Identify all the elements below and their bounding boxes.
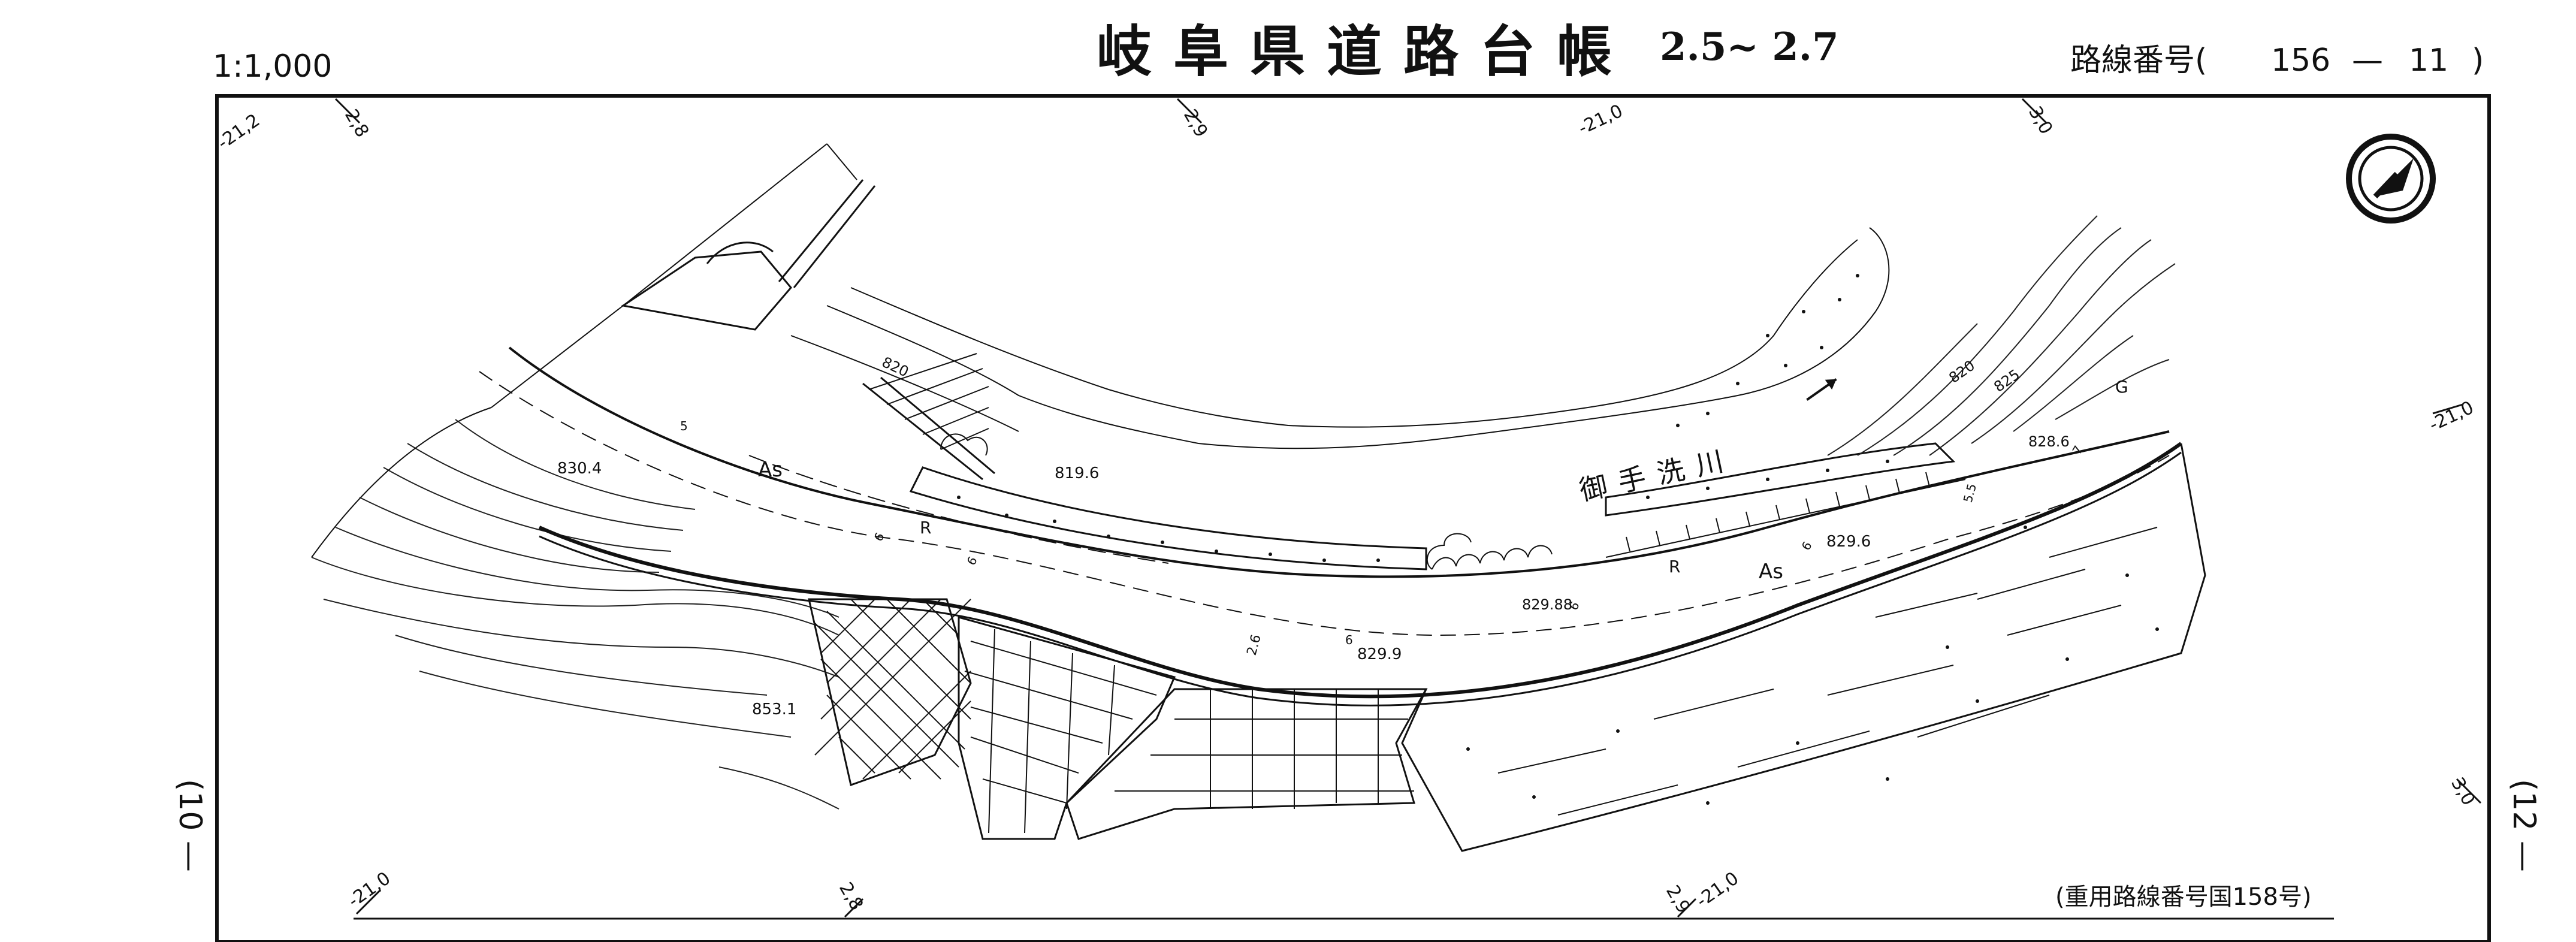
width-5: 6 — [1799, 539, 1815, 552]
contours-left — [311, 419, 839, 810]
road-mark-r-2: R — [1669, 557, 1680, 576]
river-banks — [790, 227, 1890, 449]
contour-label-2: 825 — [1991, 366, 2023, 395]
route-close: ) — [2472, 43, 2484, 78]
flow-arrow-icon — [1806, 378, 1837, 401]
spot-height-5: 829.6 — [1826, 533, 1871, 551]
chainage-label: 2.6 — [1245, 633, 1264, 657]
spot-height-1: 830.4 — [557, 460, 602, 478]
km-top-2: 2,9 — [1179, 106, 1212, 141]
road — [479, 346, 2182, 707]
width-8: 7 — [2070, 443, 2086, 457]
spot-height-4: 829.9 — [1357, 645, 1402, 663]
right-field — [1401, 443, 2206, 852]
grid-coord-right: -21,0 — [2426, 397, 2477, 436]
route-label: 路線番号( — [2070, 43, 2207, 78]
sheet-title: 岐阜県道路台帳 — [1097, 20, 1633, 84]
road-mark-g: G — [2115, 377, 2128, 397]
spot-height-6: 829.88 — [1522, 596, 1572, 613]
grid-coord-top-left: -21,2 — [214, 110, 264, 153]
km-top-3: 3,0 — [2024, 103, 2056, 138]
spot-height-3: 853.1 — [752, 701, 796, 718]
road-mark-r-1: R — [920, 518, 931, 538]
grid-coord-top-mid: -21,0 — [1575, 101, 1626, 140]
km-top-1: 2,8 — [340, 106, 373, 141]
pavement-as-1: As — [758, 458, 783, 482]
width-3: 6 — [964, 554, 980, 567]
width-7: 5.5 — [1961, 482, 1979, 504]
guardrail — [1605, 472, 1966, 558]
north-arrow-icon — [2346, 134, 2436, 224]
width-1: 5 — [680, 419, 688, 433]
left-slope-boundary — [311, 143, 857, 558]
km-bottom-2: 2,9 — [1662, 882, 1694, 917]
pavement-as-2: As — [1759, 560, 1783, 584]
spot-height-7: 828.6 — [2028, 433, 2070, 450]
width-4: 6 — [1345, 633, 1353, 647]
bushes — [940, 433, 1553, 570]
route-dash: — — [2352, 43, 2383, 78]
sandbar — [1676, 274, 1859, 427]
km-right: 3,0 — [2447, 774, 2479, 810]
block-retaining-area — [958, 616, 1428, 840]
grid-coord-bottom-left: -21,0 — [345, 868, 395, 911]
km-range: 2.5~ 2.7 — [1660, 25, 1839, 70]
contours-right — [1827, 215, 2176, 456]
culvert-structure — [621, 179, 995, 481]
km-bottom-1: 2,8 — [835, 879, 867, 914]
grid-coord-bottom-mid: -21,0 — [1693, 868, 1743, 911]
dotted-bank — [909, 442, 1956, 570]
map-frame — [215, 94, 2491, 942]
scale-label: 1:1,000 — [213, 49, 332, 84]
route-number: 156 — [2271, 43, 2330, 78]
crosshatch-slope — [808, 598, 972, 786]
overlap-route-note: (重用路線番号国158号) — [2055, 883, 2312, 911]
right-page-ref: (12 — — [2506, 779, 2542, 872]
grid-ticks — [334, 98, 2482, 918]
route-sheet: 11 — [2409, 43, 2448, 78]
width-2: 6 — [871, 530, 887, 544]
river-name: 御手洗川 — [1577, 442, 1738, 507]
left-page-ref: (10 — — [172, 779, 208, 872]
spot-height-2: 819.6 — [1055, 464, 1099, 482]
